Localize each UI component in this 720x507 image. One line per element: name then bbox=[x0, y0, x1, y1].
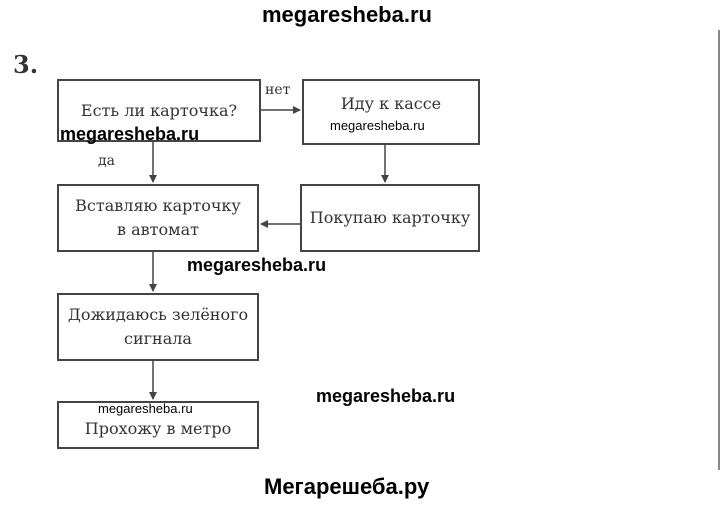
watermark-small-1: megaresheba.ru bbox=[330, 118, 425, 133]
box-card-check: Есть ли карточка? bbox=[57, 79, 261, 142]
box-pass-metro: Прохожу в метро bbox=[57, 401, 259, 449]
watermark-mid-3: megaresheba.ru bbox=[316, 386, 456, 406]
label-yes: да bbox=[98, 153, 115, 169]
box-wait-signal: Дожидаюсь зелёного сигнала bbox=[57, 293, 259, 361]
page-edge-line bbox=[718, 30, 720, 470]
box-pass-metro-text: Прохожу в метро bbox=[84, 419, 232, 438]
watermark-mid-2: megaresheba.ru bbox=[187, 255, 327, 275]
box-go-to-kassa: Иду к кассе bbox=[302, 79, 480, 145]
box-wait-signal-text: Дожидаюсь зелёного сигнала bbox=[67, 305, 249, 348]
label-no: нет bbox=[265, 82, 291, 98]
watermark-mid-1: megaresheba.ru bbox=[60, 124, 200, 144]
box-buy-card-text: Покупаю карточку bbox=[309, 208, 471, 227]
box-card-check-text: Есть ли карточка? bbox=[80, 100, 238, 120]
box-insert-card-text: Вставляю карточку в автомат bbox=[75, 196, 241, 239]
box-buy-card: Покупаю карточку bbox=[300, 184, 480, 252]
watermark-small-2: megaresheba.ru bbox=[98, 401, 193, 416]
watermark-top: megaresheba.ru bbox=[262, 2, 432, 27]
box-go-to-kassa-text: Иду к кассе bbox=[340, 94, 442, 113]
box-insert-card: Вставляю карточку в автомат bbox=[57, 184, 259, 252]
problem-number: 3. bbox=[13, 50, 39, 79]
watermark-bottom: Мегарешеба.ру bbox=[264, 474, 430, 499]
